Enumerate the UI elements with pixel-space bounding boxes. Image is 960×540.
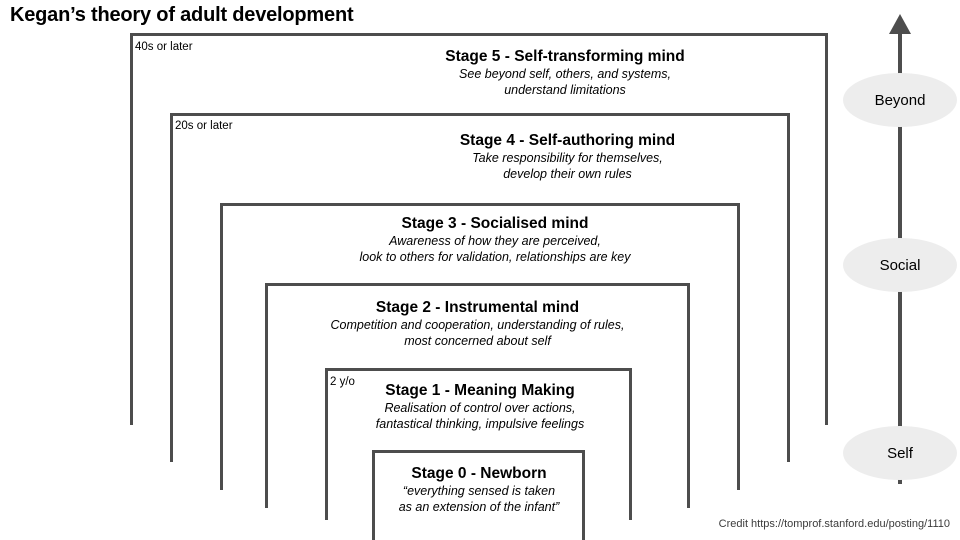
stage-0-title: Stage 0 - Newborn	[411, 465, 547, 482]
stage-frame-2	[265, 283, 690, 508]
up-arrow-icon	[889, 14, 911, 34]
stage-1-desc-line-1: Realisation of control over actions,	[384, 401, 576, 416]
stage-frame-1	[325, 368, 632, 520]
stage-3-title: Stage 3 - Socialised mind	[401, 215, 589, 232]
axis-node-self-label: Self	[887, 444, 913, 462]
age-label-stage-5: 40s or later	[135, 41, 193, 53]
stage-frame-5	[130, 33, 828, 425]
stage-3-desc-line-1: Awareness of how they are perceived,	[389, 234, 601, 249]
stage-2-desc-line-2: most concerned about self	[404, 334, 551, 348]
stage-0-text: Stage 0 - Newborn “everything sensed is …	[378, 464, 580, 516]
stage-4-title: Stage 4 - Self-authoring mind	[459, 132, 676, 149]
stage-4-description: Take responsibility for themselves, deve…	[350, 151, 785, 182]
stage-3-description: Awareness of how they are perceived, loo…	[255, 234, 735, 265]
axis-node-self: Self	[843, 426, 957, 480]
credit-text: Credit https://tomprof.stanford.edu/post…	[718, 518, 950, 530]
age-label-stage-1: 2 y/o	[330, 376, 355, 388]
stage-4-desc-line-2: develop their own rules	[503, 167, 632, 181]
page-title: Kegan’s theory of adult development	[10, 4, 354, 26]
stage-2-description: Competition and cooperation, understandi…	[270, 318, 685, 349]
stage-5-desc-line-1: See beyond self, others, and systems,	[459, 67, 671, 82]
stage-2-title: Stage 2 - Instrumental mind	[375, 299, 580, 316]
stage-3-desc-line-2: look to others for validation, relations…	[359, 250, 631, 264]
axis-node-social-label: Social	[879, 256, 921, 274]
stage-5-text: Stage 5 - Self-transforming mind See bey…	[335, 47, 795, 99]
stage-2-text: Stage 2 - Instrumental mind Competition …	[270, 298, 685, 350]
stage-0-desc-line-2: as an extension of the infant”	[398, 500, 560, 514]
stage-frame-0	[372, 450, 585, 540]
stage-1-text: Stage 1 - Meaning Making Realisation of …	[355, 381, 605, 433]
stage-5-desc-line-2: understand limitations	[504, 83, 626, 97]
stage-4-desc-line-1: Take responsibility for themselves,	[472, 151, 663, 166]
stage-4-text: Stage 4 - Self-authoring mind Take respo…	[350, 131, 785, 183]
axis-node-beyond: Beyond	[843, 73, 957, 127]
stage-1-description: Realisation of control over actions, fan…	[355, 401, 605, 432]
stage-3-text: Stage 3 - Socialised mind Awareness of h…	[255, 214, 735, 266]
stage-0-desc-line-1: “everything sensed is taken	[402, 484, 556, 499]
stage-2-desc-line-1: Competition and cooperation, understandi…	[330, 318, 625, 333]
axis-node-social: Social	[843, 238, 957, 292]
stage-frame-3	[220, 203, 740, 490]
stage-frame-4	[170, 113, 790, 462]
stage-5-title: Stage 5 - Self-transforming mind	[445, 48, 685, 65]
axis-node-beyond-label: Beyond	[874, 91, 926, 109]
stage-1-title: Stage 1 - Meaning Making	[385, 382, 575, 399]
age-label-stage-4: 20s or later	[175, 120, 233, 132]
stage-0-description: “everything sensed is taken as an extens…	[378, 484, 580, 515]
stage-1-desc-line-2: fantastical thinking, impulsive feelings	[375, 417, 585, 431]
stage-5-description: See beyond self, others, and systems, un…	[335, 67, 795, 98]
